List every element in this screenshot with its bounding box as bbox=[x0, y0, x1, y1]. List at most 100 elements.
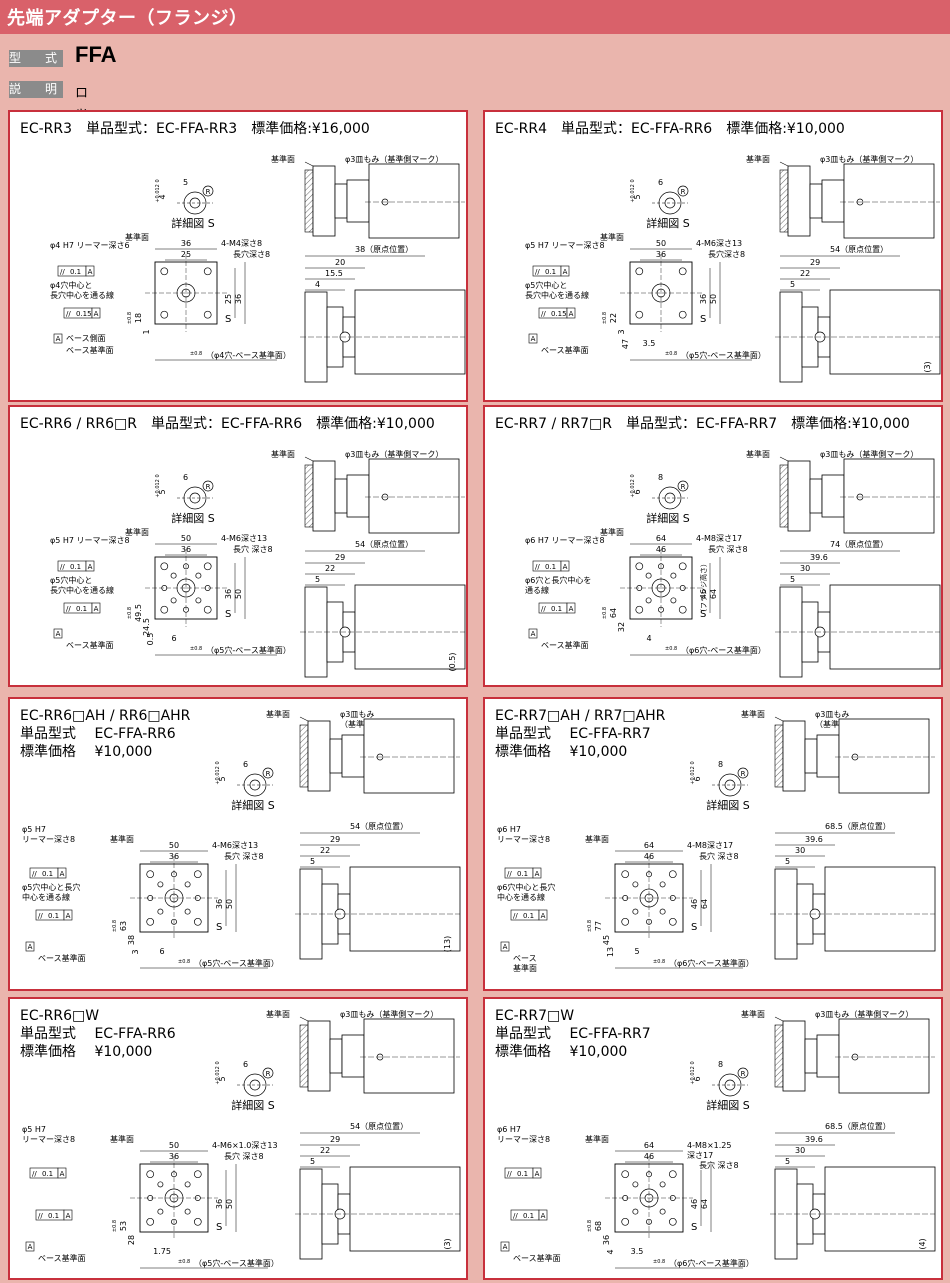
datum-a-3: A bbox=[56, 335, 61, 343]
dim-width-outer: 64 bbox=[644, 1141, 654, 1150]
perp-value: 0.1 bbox=[48, 1212, 59, 1220]
countersink-label: φ3皿もみ（基準側マーク） bbox=[345, 154, 443, 164]
dim-vertical-1: 63 bbox=[119, 921, 128, 931]
pitch-note: （φ5穴-ベース基準面） bbox=[681, 350, 766, 360]
dim-offset-2: 30 bbox=[795, 1146, 805, 1155]
dim-end-clearance: (4) bbox=[918, 1238, 927, 1249]
card-heading-line: EC-RR7□W bbox=[495, 1008, 575, 1024]
dim-vertical-2: 1 bbox=[142, 329, 151, 334]
datum-a-3: A bbox=[28, 943, 33, 951]
dim-vertical-2: 32 bbox=[617, 622, 626, 632]
detail-r-mark: R bbox=[681, 483, 686, 491]
pitch-note: （φ5穴-ベース基準面） bbox=[194, 1258, 279, 1268]
flatness-value: 0.1 bbox=[517, 1170, 528, 1178]
detail-label: 詳細図 S bbox=[171, 511, 214, 525]
base-ref-label: ベース基準面 bbox=[541, 345, 589, 355]
hole-line-label-1: φ6穴と長穴中心を bbox=[525, 575, 591, 585]
dim-height-inner: 36 bbox=[215, 899, 224, 909]
dim-pitch-tol: ±0.8 bbox=[653, 1259, 665, 1265]
pitch-note: （φ5穴-ベース基準面） bbox=[194, 958, 279, 968]
tap-label-2: 深さ17 bbox=[687, 1151, 713, 1160]
dim-offset-1: 39.6 bbox=[805, 835, 823, 844]
dim-slot-depth: 5 bbox=[218, 776, 227, 781]
perp-symbol: // bbox=[66, 310, 71, 318]
dim-offset-1: 20 bbox=[335, 258, 345, 267]
datum-a: A bbox=[563, 563, 568, 571]
card-heading-line: 標準価格 ¥10,000 bbox=[495, 744, 628, 760]
dim-vertical-1: 22 bbox=[609, 313, 618, 323]
detail-callout-s: S bbox=[691, 922, 697, 933]
detail-label: 詳細図 S bbox=[646, 511, 689, 525]
dim-offset-3: 5 bbox=[785, 857, 790, 866]
dim-vertical-1: 77 bbox=[594, 921, 603, 931]
dim-pitch-2: 4 bbox=[646, 634, 651, 643]
origin-position-label: 54（原点位置） bbox=[350, 821, 408, 831]
dim-tol-1: ±0.8 bbox=[587, 1220, 593, 1232]
page-title: 先端アダプター（フランジ） bbox=[7, 8, 248, 29]
datum-a: A bbox=[563, 268, 568, 276]
perp-value: 0.1 bbox=[76, 605, 87, 613]
card-heading-line: EC-RR6□AH / RR6□AHR bbox=[20, 708, 191, 724]
datum-a: A bbox=[60, 870, 65, 878]
dim-tol-1: ±0.8 bbox=[127, 607, 133, 619]
dim-slot-width: 8 bbox=[658, 473, 663, 482]
detail-label: 詳細図 S bbox=[171, 216, 214, 230]
card-heading-line: EC-RR7 / RR7□R 単品型式：EC-FFA-RR7 標準価格:¥10,… bbox=[495, 416, 910, 432]
dim-vertical-1: 18 bbox=[134, 313, 143, 323]
datum-a-3: A bbox=[56, 630, 61, 638]
dim-vertical-3: 4 bbox=[606, 1249, 615, 1254]
dim-offset-3: 4 bbox=[315, 280, 320, 289]
flatness-symbol: // bbox=[535, 563, 540, 571]
datum-a: A bbox=[535, 1170, 540, 1178]
hole-line-label-1: φ5穴中心と bbox=[50, 575, 92, 585]
reference-face-label: 基準面 bbox=[746, 154, 770, 164]
datum-a-2: A bbox=[541, 912, 546, 920]
flatness-symbol: // bbox=[507, 1170, 512, 1178]
datum-a: A bbox=[88, 563, 93, 571]
dim-offset-1: 29 bbox=[810, 258, 820, 267]
datum-a-3: A bbox=[531, 630, 536, 638]
dim-offset-1: 39.6 bbox=[810, 553, 828, 562]
page-header: 先端アダプター（フランジ） bbox=[0, 0, 950, 34]
dim-end-clearance: (3) bbox=[443, 1238, 452, 1249]
countersink-label: φ3皿もみ（基準側マーク） bbox=[820, 449, 918, 459]
perp-symbol: // bbox=[38, 1212, 43, 1220]
datum-a: A bbox=[88, 268, 93, 276]
dim-offset-3: 5 bbox=[790, 280, 795, 289]
slot-label: 長穴 深さ8 bbox=[233, 544, 273, 554]
dim-vertical-2: 38 bbox=[127, 935, 136, 945]
flatness-symbol: // bbox=[60, 268, 65, 276]
datum-a-2: A bbox=[66, 1212, 71, 1220]
tap-label: 4-M8深さ17 bbox=[696, 534, 742, 543]
dim-height-inner: 36 bbox=[215, 1199, 224, 1209]
dim-offset-1: 29 bbox=[330, 1135, 340, 1144]
datum-a-3: A bbox=[28, 1243, 33, 1251]
dim-pitch-tol: ±0.8 bbox=[190, 351, 202, 357]
adapter-card-3: EC-RR6 / RR6□R 単品型式：EC-FFA-RR6 標準価格:¥10,… bbox=[8, 405, 468, 687]
dim-vertical-1: 68 bbox=[594, 1221, 603, 1231]
dim-pitch-2: 3.5 bbox=[631, 1247, 644, 1256]
base-ref-label: ベース基準面 bbox=[66, 345, 114, 355]
reamer-label: φ5 H7 リーマー深さ8 bbox=[525, 241, 605, 250]
dim-pitch-tol: ±0.8 bbox=[665, 646, 677, 652]
reference-face-label: 基準面 bbox=[271, 449, 295, 459]
detail-label: 詳細図 S bbox=[706, 798, 749, 812]
detail-r-mark: R bbox=[681, 188, 686, 196]
datum-a-3: A bbox=[503, 943, 508, 951]
pitch-note: （φ5穴-ベース基準面） bbox=[206, 645, 291, 655]
slot-label: 長穴 深さ8 bbox=[224, 1151, 264, 1161]
dim-tol-1: ±0.8 bbox=[112, 920, 118, 932]
tap-label: 4-M4深さ8 bbox=[221, 239, 262, 248]
hole-line-label-1: φ5穴中心と bbox=[525, 280, 567, 290]
dim-h7-tolerance: +0.012 0 bbox=[215, 761, 221, 784]
dim-vertical-2: 45 bbox=[602, 935, 611, 945]
dim-height-outer: 36 bbox=[234, 294, 243, 304]
dim-slot-depth: 6 bbox=[693, 776, 702, 781]
card-heading: EC-RR6 / RR6□R 単品型式：EC-FFA-RR6 標準価格:¥10,… bbox=[20, 415, 435, 433]
detail-callout-s: S bbox=[700, 314, 706, 325]
